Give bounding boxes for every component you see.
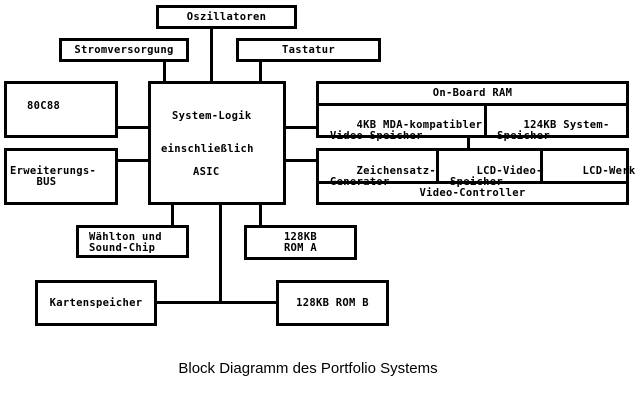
rom-b-block: 128KB ROM B xyxy=(276,280,389,326)
lcd-video-speicher: LCD-Video- Speicher xyxy=(439,151,543,188)
zeichensatz-generator: Zeichensatz- Generator xyxy=(319,151,439,188)
tastatur-block: Tastatur xyxy=(236,38,381,62)
cpu-label: 80C88 xyxy=(27,100,61,112)
connector-stromversorgung xyxy=(163,60,166,83)
cpu-block: 80C88 xyxy=(4,81,118,138)
rom-a-label: 128KB ROM A xyxy=(283,230,318,254)
connector-ram-video xyxy=(467,136,470,150)
system-memory-124kb-label: 124KB System- Speicher xyxy=(497,119,610,142)
connector-kartenspeicher-rom-b xyxy=(155,301,277,304)
connector-cpu xyxy=(116,126,149,129)
diagram-caption: Block Diagramm des Portfolio Systems xyxy=(178,360,438,377)
zeichensatz-generator-label: Zeichensatz- Generator xyxy=(330,165,436,188)
onboard-ram-title-text: On-Board RAM xyxy=(432,87,513,99)
video-memory-4kb-label: 4KB MDA-kompatibler Video-Speicher xyxy=(330,119,483,142)
stromversorgung-label: Stromversorgung xyxy=(74,43,174,56)
system-memory-124kb: 124KB System- Speicher xyxy=(487,106,626,142)
system-logik-label-3: ASIC xyxy=(193,166,220,178)
video-controller-title-text: Video-Controller xyxy=(419,186,526,199)
waehlton-label: Wählton und Sound-Chip xyxy=(89,231,162,254)
kartenspeicher-block: Kartenspeicher xyxy=(35,280,157,326)
connector-waehlton xyxy=(171,203,174,227)
lcd-werk: LCD-Werk xyxy=(543,151,635,184)
tastatur-label: Tastatur xyxy=(282,43,335,56)
connector-bus-vertical xyxy=(219,203,222,303)
video-controller-title: Video-Controller xyxy=(319,184,626,202)
waehlton-block: Wählton und Sound-Chip xyxy=(76,225,189,258)
onboard-ram-title: On-Board RAM xyxy=(319,84,626,106)
connector-tastatur xyxy=(259,60,262,83)
video-memory-4kb: 4KB MDA-kompatibler Video-Speicher xyxy=(319,106,487,142)
onboard-ram-block: On-Board RAM 4KB MDA-kompatibler Video-S… xyxy=(316,81,629,142)
stromversorgung-block: Stromversorgung xyxy=(59,38,189,62)
connector-rom-a xyxy=(259,203,262,227)
system-logik-block: System-Logik einschließlich ASIC xyxy=(148,81,286,205)
system-logik-label-2: einschließlich xyxy=(161,143,254,155)
system-logik-label: System-Logik xyxy=(172,110,252,122)
connector-video-controller xyxy=(284,159,317,162)
rom-b-label: 128KB ROM B xyxy=(296,296,369,309)
oszillatoren-block: Oszillatoren xyxy=(156,5,297,29)
erweiterungsbus-label: Erweiterungs- BUS xyxy=(10,165,97,188)
rom-a-block: 128KB ROM A xyxy=(244,225,357,260)
connector-onboard-ram xyxy=(284,126,317,129)
lcd-video-speicher-label: LCD-Video- Speicher xyxy=(450,165,543,188)
kartenspeicher-label: Kartenspeicher xyxy=(49,296,143,309)
oszillatoren-label: Oszillatoren xyxy=(186,10,267,23)
video-controller-block: Zeichensatz- Generator LCD-Video- Speich… xyxy=(316,148,635,205)
lcd-werk-label: LCD-Werk xyxy=(582,165,636,177)
connector-erweiterungsbus xyxy=(116,159,149,162)
connector-oszillatoren xyxy=(210,27,213,83)
erweiterungsbus-block: Erweiterungs- BUS xyxy=(4,148,118,205)
